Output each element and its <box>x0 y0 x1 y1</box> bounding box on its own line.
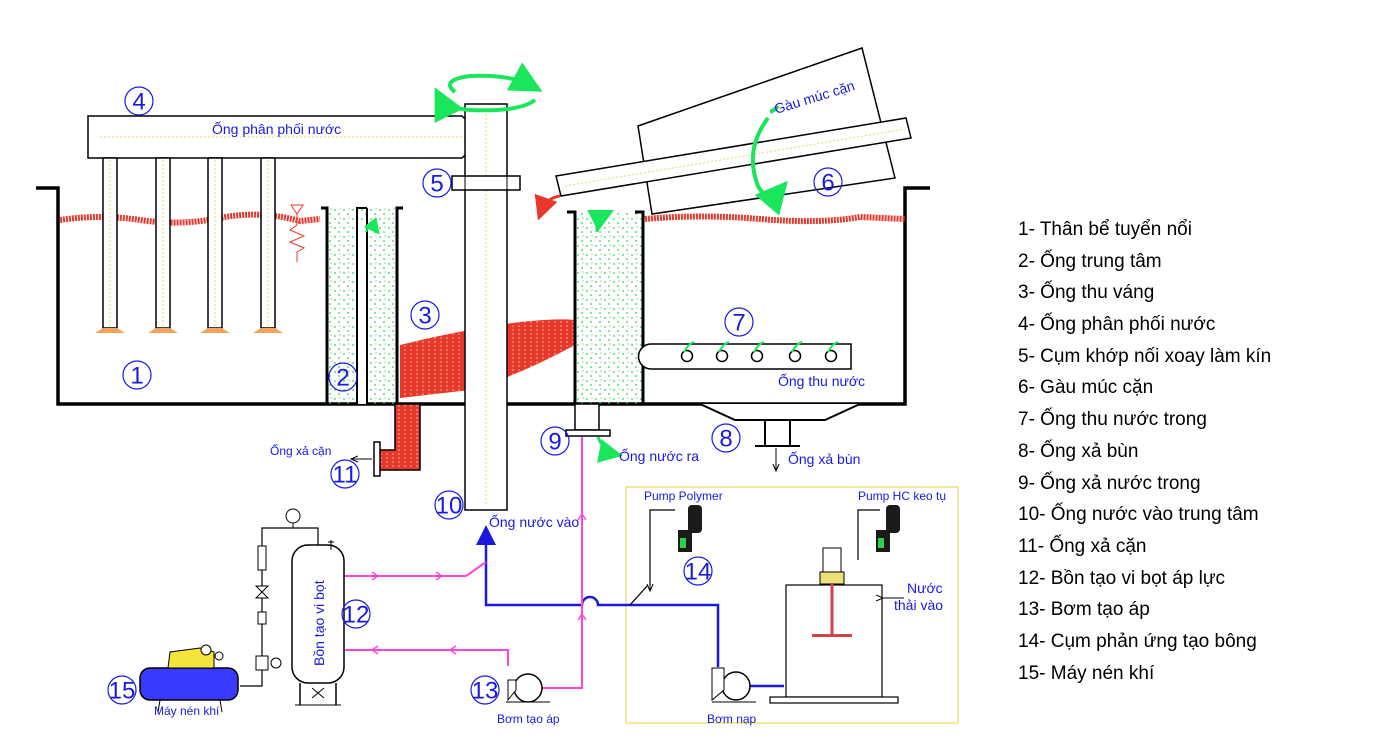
legend-item: 1- Thân bể tuyển nổi <box>1018 219 1192 240</box>
number-markers <box>107 86 843 705</box>
pressure-lines <box>344 437 583 689</box>
label-compressor: Máy nén khí <box>154 704 220 718</box>
marker-5: 5 <box>430 171 443 198</box>
legend-item: 8- Ống xả bùn <box>1018 440 1139 462</box>
marker-6: 6 <box>821 170 834 197</box>
legend-item: 15- Máy nén khí <box>1018 662 1155 684</box>
pressure-vessel <box>240 508 345 706</box>
legend-item: 14- Cụm phản ứng tạo bông <box>1018 630 1257 652</box>
marker-12: 12 <box>343 602 370 629</box>
marker-11: 11 <box>333 462 358 489</box>
marker-13: 13 <box>472 678 499 705</box>
marker-8: 8 <box>719 426 732 453</box>
inlet-water-line <box>476 525 784 688</box>
label-pump-hc: Pump HC keo tụ <box>858 489 946 503</box>
marker-9: 9 <box>548 429 561 456</box>
marker-1: 1 <box>130 363 143 390</box>
mixing-tank <box>769 547 904 704</box>
legend-item: 4- Ống phân phối nước <box>1018 314 1216 336</box>
label-clear-collector: Ống thu nước <box>778 372 865 389</box>
marker-2: 2 <box>336 365 349 392</box>
marker-10: 10 <box>436 493 463 520</box>
label-sludge-drain: Ống xả cặn <box>270 443 331 458</box>
legend-item: 5- Cụm khớp nối xoay làm kín <box>1018 345 1272 367</box>
marker-7: 7 <box>732 310 745 337</box>
marker-15: 15 <box>109 678 136 705</box>
legend-item: 13- Bơm tạo áp <box>1018 599 1150 621</box>
central-inlet-column <box>451 103 521 511</box>
feed-pump <box>711 667 756 703</box>
label-outlet: Ống nước ra <box>619 447 699 464</box>
polymer-pump <box>650 505 702 590</box>
flow-arrow-icon <box>363 217 380 235</box>
water-level-symbol <box>288 204 306 262</box>
legend-item: 9- Ống xả nước trong <box>1018 472 1201 494</box>
skimming-pipe-right <box>565 209 645 463</box>
legend-item: 7- Ống thu nước trong <box>1018 409 1207 431</box>
rotation-arrow-icon <box>434 62 543 124</box>
air-compressor <box>139 644 239 713</box>
label-feed-pump: Bơm nạp <box>707 712 757 726</box>
legend-item: 2- Ống trung tâm <box>1018 250 1162 272</box>
label-raw-water-1: Nước <box>907 580 943 596</box>
legend: 1- Thân bể tuyển nổi 2- Ống trung tâm 3-… <box>1018 216 1271 691</box>
skimming-pipe-left <box>321 206 421 477</box>
label-pressure-pump: Bơm tạo áp <box>497 712 560 726</box>
legend-item: 6- Gàu múc cặn <box>1018 377 1154 399</box>
label-distribution-pipe: Ống phân phối nước <box>212 120 341 137</box>
legend-item: 12- Bồn tạo vi bọt áp lực <box>1018 567 1226 589</box>
clear-water-collector <box>637 341 852 370</box>
polymer-dosing-line <box>629 584 649 606</box>
scum-arrow-icon <box>534 193 561 221</box>
hc-coagulant-pump <box>857 505 900 560</box>
pressure-pump <box>506 673 550 703</box>
label-pressure-vessel: Bồn tạo vi bọt <box>311 580 327 666</box>
label-mud-drain: Ống xả bùn <box>788 450 860 467</box>
marker-4: 4 <box>132 89 145 116</box>
sludge-scoop <box>555 47 912 216</box>
legend-item: 10- Ống nước vào trung tâm <box>1018 504 1259 526</box>
legend-item: 3- Ống thu váng <box>1018 282 1155 304</box>
marker-3: 3 <box>418 303 431 330</box>
legend-item: 11- Ống xả cặn <box>1018 535 1147 557</box>
dissolved-air-flotation-diagram: 1 2 3 4 5 6 7 8 9 10 11 12 13 14 15 Ống … <box>36 47 959 726</box>
label-raw-water-2: thải vào <box>894 597 943 613</box>
marker-14: 14 <box>685 559 712 586</box>
label-inlet: Ống nước vào <box>489 513 579 530</box>
distribution-pipe <box>87 115 486 333</box>
label-pump-polymer: Pump Polymer <box>644 489 723 503</box>
